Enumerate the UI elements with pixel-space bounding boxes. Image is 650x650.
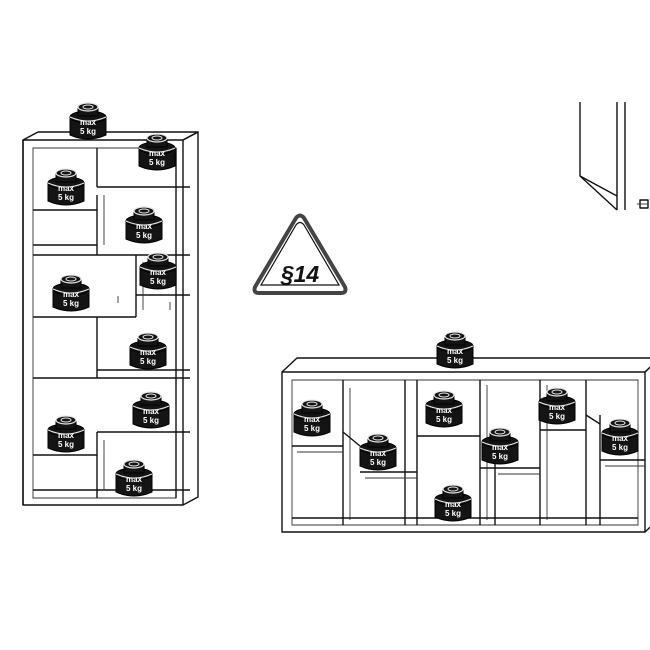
weight-label-max: max (304, 415, 321, 424)
wall-bracket-detail (579, 102, 649, 211)
weight-label-kg: 5 kg (304, 424, 320, 433)
weight-label-max: max (143, 407, 160, 416)
weight-label-kg: 5 kg (143, 416, 159, 425)
weight-label-kg: 5 kg (370, 458, 386, 467)
weight-label-max: max (150, 268, 167, 277)
weight-label-max: max (492, 443, 509, 452)
weight-label-max: max (370, 449, 387, 458)
weight-label-kg: 5 kg (63, 299, 79, 308)
weight-label-kg: 5 kg (136, 231, 152, 240)
warning-triangle-icon: §14 (252, 213, 348, 295)
weight-label-max: max (612, 434, 629, 443)
weight-label-kg: 5 kg (445, 509, 461, 518)
weight-label-kg: 5 kg (612, 443, 628, 452)
weight-label-kg: 5 kg (492, 452, 508, 461)
weight-label-max: max (549, 403, 566, 412)
weight-label-kg: 5 kg (447, 356, 463, 365)
weight-label-kg: 5 kg (549, 412, 565, 421)
weight-label-max: max (58, 431, 75, 440)
weight-label-kg: 5 kg (58, 440, 74, 449)
weight-label-kg: 5 kg (436, 415, 452, 424)
weight-label-kg: 5 kg (80, 127, 96, 136)
weight-label-max: max (447, 347, 464, 356)
weight-label-max: max (126, 475, 143, 484)
weight-label-max: max (445, 500, 462, 509)
weight-label-max: max (58, 184, 75, 193)
weight-label-kg: 5 kg (126, 484, 142, 493)
warning-sign-text: §14 (280, 261, 320, 287)
weight-label-kg: 5 kg (140, 357, 156, 366)
weight-label-max: max (136, 222, 153, 231)
weight-label-max: max (149, 149, 166, 158)
weight-label-max: max (80, 118, 97, 127)
tall-bookshelf (22, 131, 199, 506)
weight-label-max: max (63, 290, 80, 299)
weight-label-max: max (436, 406, 453, 415)
weight-label-kg: 5 kg (149, 158, 165, 167)
weight-label-kg: 5 kg (58, 193, 74, 202)
weight-label-max: max (140, 348, 157, 357)
weight-label-kg: 5 kg (150, 277, 166, 286)
